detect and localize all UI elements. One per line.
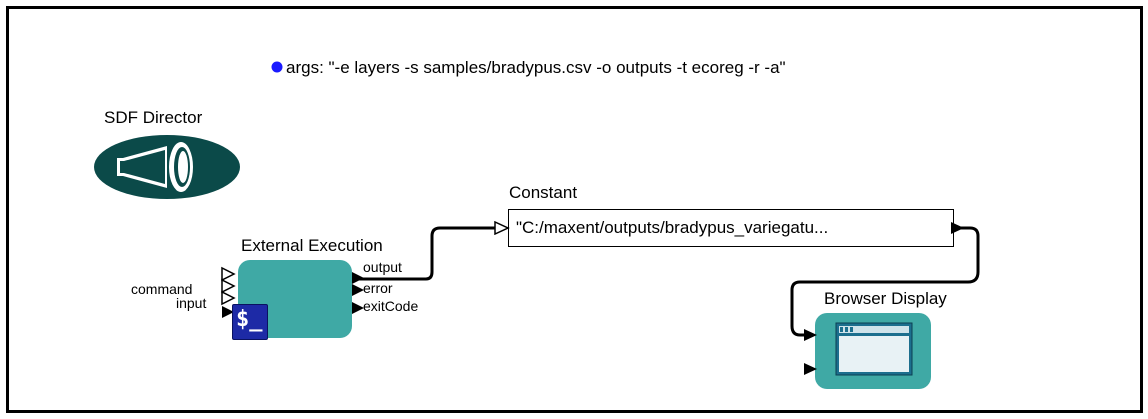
constant-label: Constant (509, 183, 578, 202)
browser-display-label: Browser Display (824, 289, 947, 308)
terminal-icon: $_ (232, 304, 268, 340)
connection-output-to-constant[interactable] (352, 226, 496, 281)
input-port-icon (221, 278, 236, 294)
constant-output-port-icon (951, 222, 964, 234)
external-execution-label: External Execution (241, 236, 383, 255)
error-port-label: error (363, 280, 393, 296)
parameter-args[interactable]: args: "-e layers -s samples/bradypus.csv… (286, 58, 786, 77)
constant-actor[interactable]: "C:/maxent/outputs/bradypus_variegatu... (508, 209, 954, 247)
terminal-icon-text: $_ (236, 307, 263, 332)
parameter-bullet-icon (271, 61, 283, 73)
output-port-label: output (363, 259, 402, 275)
constant-value: "C:/maxent/outputs/bradypus_variegatu... (516, 218, 829, 237)
browser-input-port-icon (804, 329, 817, 341)
browser-display-actor[interactable] (803, 311, 933, 391)
exitcode-port-label: exitCode (363, 298, 419, 314)
connection-constant-to-browser[interactable] (790, 226, 980, 337)
output-port-icon (352, 272, 364, 284)
constant-trigger-port-icon (494, 221, 510, 235)
command-port-label: command (131, 281, 193, 297)
error-port-icon (352, 284, 364, 296)
exitcode-port-icon (352, 302, 364, 314)
browser-window-icon (835, 322, 913, 376)
input-port-label: input (176, 295, 207, 311)
director-label: SDF Director (104, 108, 203, 127)
director-icon[interactable] (93, 134, 241, 200)
command-port-icon (221, 266, 236, 282)
